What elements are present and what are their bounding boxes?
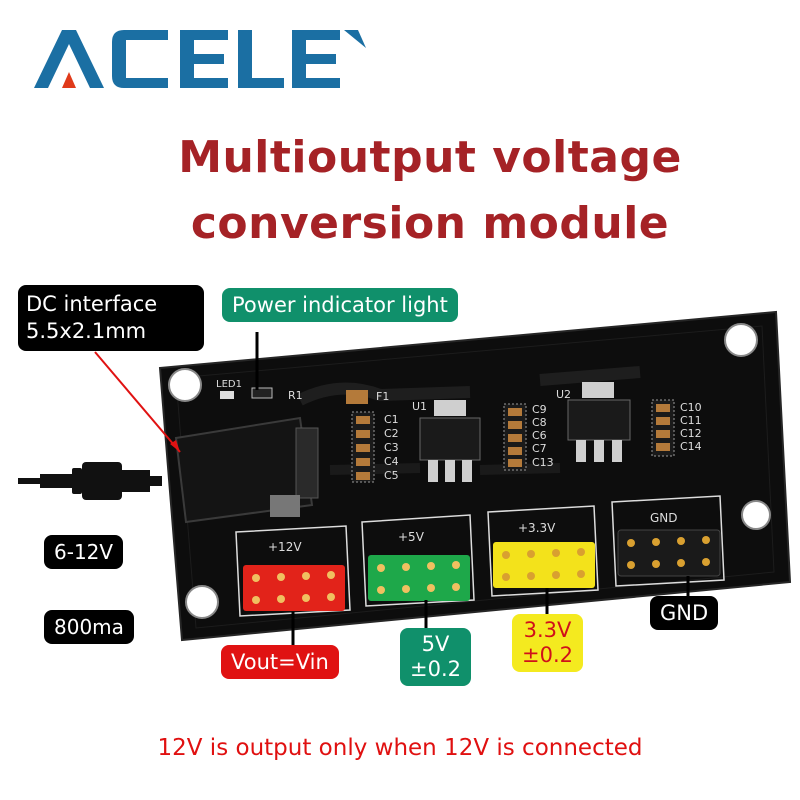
silk-c8: C8 (532, 416, 547, 429)
acelex-logo (34, 30, 366, 88)
header-box-5v (361, 514, 475, 607)
dc-jack (174, 416, 319, 524)
v33-line1: 3.3V (523, 618, 572, 642)
pin-header-33v (493, 542, 595, 588)
logo-letters (34, 30, 366, 88)
v5-label: 5V ±0.2 (400, 628, 471, 686)
v5-line2: ±0.2 (410, 657, 461, 681)
silk-u2: U2 (556, 388, 571, 401)
silk-u1: U1 (412, 400, 427, 413)
dc-interface-label: DC interface 5.5x2.1mm (18, 285, 204, 351)
mounting-hole (724, 323, 758, 357)
silk-c4: C4 (384, 455, 399, 468)
silk-c5: C5 (384, 469, 399, 482)
input-voltage-badge: 6-12V (44, 535, 124, 569)
led-component (220, 391, 234, 399)
fuse-f1 (346, 390, 368, 404)
capacitor-group-right (651, 399, 675, 457)
v5-line1: 5V (421, 632, 450, 656)
silk-c6: C6 (532, 429, 547, 442)
v33-line2: ±0.2 (522, 643, 573, 667)
mounting-hole (168, 368, 202, 402)
page-title-line1: Multioutput voltage (178, 132, 682, 183)
silk-c3: C3 (384, 441, 399, 454)
regulator-u2 (567, 382, 631, 462)
silk-c13: C13 (532, 456, 554, 469)
dc-interface-line2: 5.5x2.1mm (26, 319, 147, 343)
gnd-label: GND (650, 596, 719, 630)
capacitor-group-mid (503, 403, 527, 471)
silk-c2: C2 (384, 427, 399, 440)
power-indicator-label: Power indicator light (222, 288, 458, 322)
header-box-12v (235, 525, 351, 617)
silk-header-33v: +3.3V (518, 521, 556, 535)
pin-header-gnd (617, 529, 721, 577)
dc-pointer-line (94, 351, 181, 453)
silk-c12: C12 (680, 427, 702, 440)
silk-c1: C1 (384, 413, 399, 426)
silk-f1: F1 (376, 390, 389, 403)
silk-c14: C14 (680, 440, 702, 453)
mounting-hole (741, 500, 771, 530)
header-box-33v (487, 505, 599, 597)
silk-c9: C9 (532, 403, 547, 416)
silk-header-12v: +12V (268, 540, 302, 554)
silk-r1: R1 (288, 389, 303, 402)
page-title-line2: conversion module (190, 198, 670, 249)
silk-c7: C7 (532, 442, 547, 455)
regulator-u1 (419, 400, 481, 482)
mounting-hole (185, 585, 219, 619)
pin-header-5v (368, 555, 470, 601)
header-box-gnd (611, 495, 725, 587)
footer-note: 12V is output only when 12V is connected (157, 735, 643, 761)
dc-interface-line1: DC interface (26, 292, 158, 316)
pin-header-12v (243, 565, 345, 611)
capacitor-group-left (351, 411, 375, 483)
silk-c10: C10 (680, 401, 702, 414)
silk-c11: C11 (680, 414, 702, 427)
v33-label: 3.3V ±0.2 (512, 614, 583, 672)
dc-plug-icon (18, 462, 162, 500)
silk-led1: LED1 (216, 379, 242, 390)
vout-label: Vout=Vin (221, 645, 339, 679)
silk-header-5v: +5V (398, 530, 425, 544)
silk-header-gnd: GND (650, 511, 678, 525)
current-badge: 800ma (44, 610, 134, 644)
resistor-r1 (251, 387, 273, 399)
